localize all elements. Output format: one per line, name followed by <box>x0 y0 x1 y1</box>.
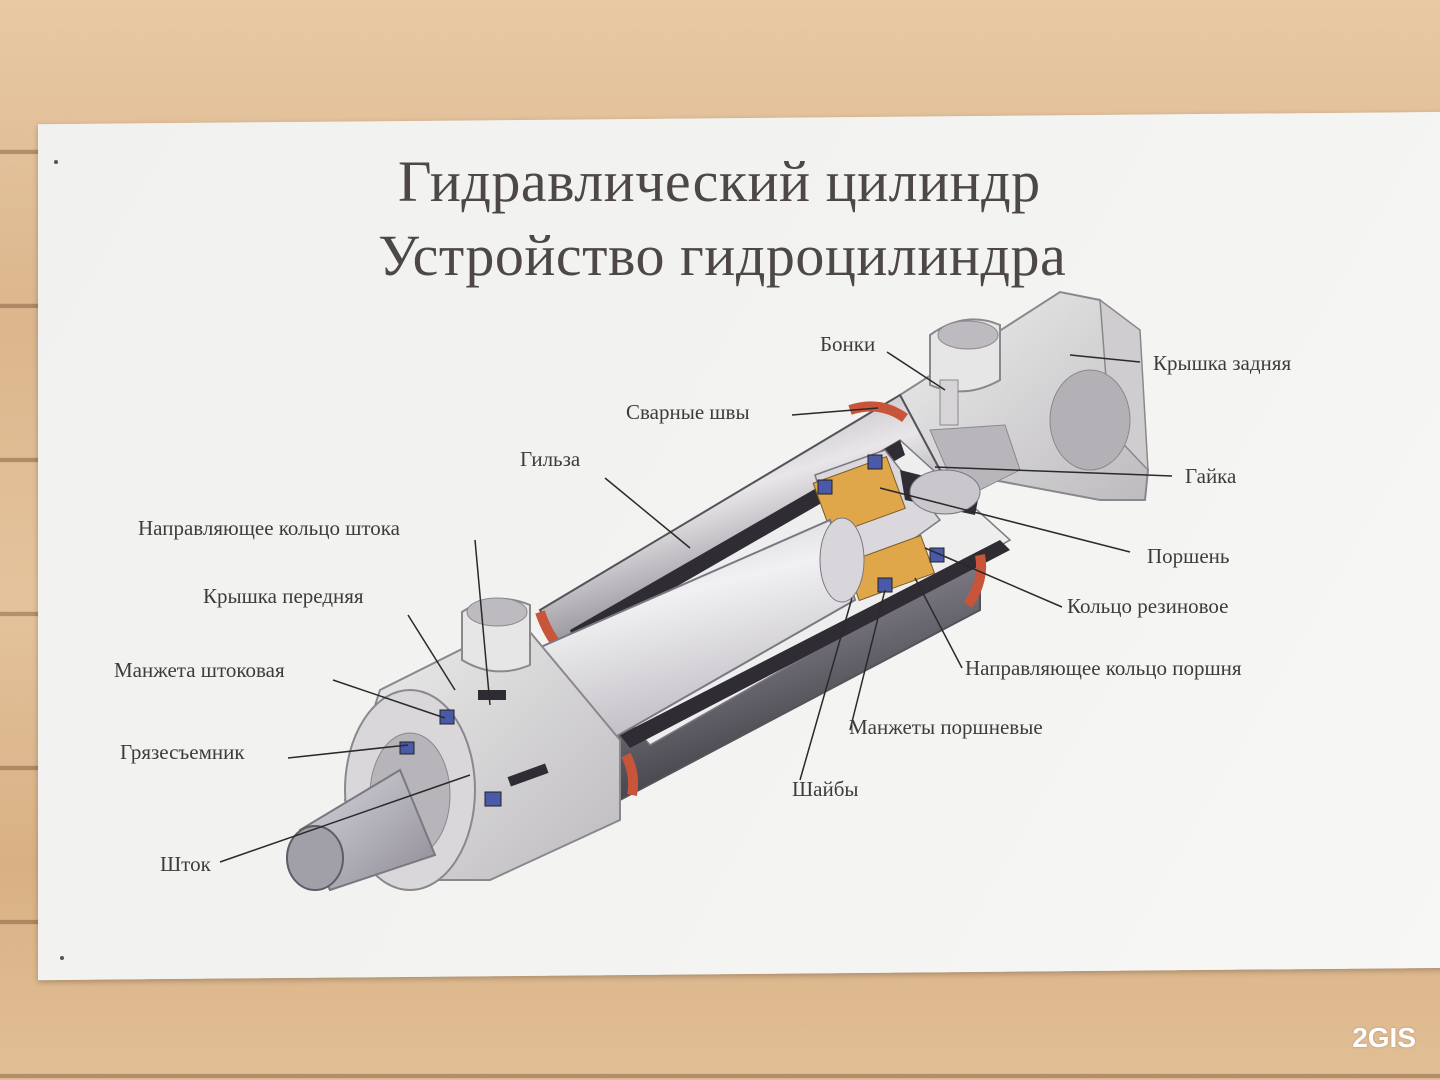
label-front-cap: Крышка передняя <box>203 584 364 608</box>
label-piston-seals: Манжеты поршневые <box>849 715 1043 739</box>
rear-cap <box>898 290 1150 501</box>
label-bonki: Бонки <box>820 332 876 356</box>
label-barrel: Гильза <box>520 447 581 471</box>
rear-boss <box>929 318 1001 426</box>
label-rod: Шток <box>160 852 211 876</box>
label-piston-guide-ring: Направляющее кольцо поршня <box>965 656 1242 680</box>
front-boss <box>461 597 531 673</box>
label-rubber-ring: Кольцо резиновое <box>1067 594 1229 618</box>
label-piston: Поршень <box>1147 544 1230 568</box>
label-rod-guide-ring: Направляющее кольцо штока <box>138 516 400 540</box>
label-weld-seams: Сварные швы <box>626 400 750 424</box>
label-rod-seal: Манжета штоковая <box>114 658 285 682</box>
label-washers: Шайбы <box>792 777 859 801</box>
leader-lines <box>219 351 1173 863</box>
label-wiper: Грязесъемник <box>120 740 245 764</box>
poster-title: Гидравлический цилиндр <box>398 149 1041 214</box>
rod-tip <box>286 768 437 892</box>
poster-subtitle: Устройство гидроцилиндра <box>378 223 1067 288</box>
label-nut: Гайка <box>1185 464 1237 488</box>
label-rear-cap: Крышка задняя <box>1153 351 1292 375</box>
watermark-logo: 2GIS <box>1352 1022 1416 1053</box>
